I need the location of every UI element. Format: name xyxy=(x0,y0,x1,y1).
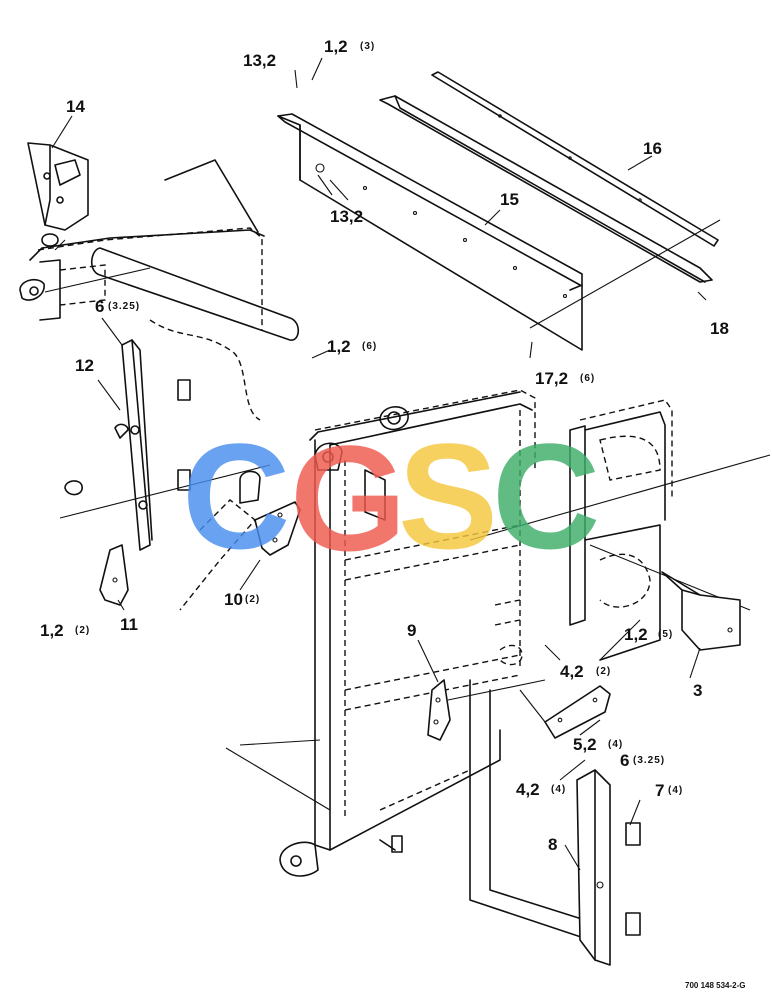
watermark-letter: G xyxy=(290,414,407,582)
callout-1-2-top-qty: (3) xyxy=(360,41,375,52)
callout-12: 12 xyxy=(75,356,94,375)
callout-1-2-mid-qty: (6) xyxy=(362,341,377,352)
callout-1-2-top: 1,2 xyxy=(324,37,348,56)
callout-4-2-upper-qty: (2) xyxy=(596,666,611,677)
callout-3: 3 xyxy=(693,681,702,700)
callout-4-2-lower: 4,2 xyxy=(516,780,540,799)
center-frame xyxy=(279,389,536,877)
watermark-letter: S xyxy=(398,412,498,580)
part-11-bracket xyxy=(99,544,129,606)
callout-7: 7 xyxy=(655,781,664,800)
callout-8: 8 xyxy=(548,835,557,854)
watermark: C G S C xyxy=(182,412,600,582)
watermark-letter: C xyxy=(492,412,600,580)
callout-6-upper-qty: (3.25) xyxy=(108,301,140,312)
callout-5-2-qty: (4) xyxy=(608,739,623,750)
callout-labels: 14 13,2 1,2 (3) 16 15 13,2 18 6 (3.25) 1… xyxy=(40,37,746,990)
watermark-letter: C xyxy=(182,412,290,580)
callout-10: 10 xyxy=(224,590,243,609)
part-8-plate xyxy=(469,679,641,966)
leader-lines xyxy=(51,57,707,871)
part-9-bracket xyxy=(427,679,451,741)
part-4-plate xyxy=(447,679,611,739)
callout-18: 18 xyxy=(710,319,729,338)
part-12-plate xyxy=(59,339,271,551)
callout-1-2-mid: 1,2 xyxy=(327,337,351,356)
callout-14: 14 xyxy=(66,97,85,116)
strip-16 xyxy=(431,71,719,247)
callout-5-2: 5,2 xyxy=(573,735,597,754)
callout-13-2-top: 13,2 xyxy=(243,51,276,70)
callout-10-qty: (2) xyxy=(245,594,260,605)
callout-4-2-upper: 4,2 xyxy=(560,662,584,681)
callout-15: 15 xyxy=(500,190,519,209)
callout-17-2-qty: (6) xyxy=(580,373,595,384)
angle-18 xyxy=(379,95,713,283)
callout-4-2-lower-qty: (4) xyxy=(551,784,566,795)
callout-11: 11 xyxy=(120,615,138,634)
top-rail-15 xyxy=(277,113,583,351)
guide-lines xyxy=(225,219,771,811)
callout-6-upper: 6 xyxy=(95,297,104,316)
callout-13-2-mid: 13,2 xyxy=(330,207,363,226)
part-14-bracket xyxy=(27,142,89,251)
callout-1-2-right-qty: (5) xyxy=(658,629,673,640)
part-3-bracket xyxy=(661,571,741,651)
callout-1-2-left-qty: (2) xyxy=(75,625,90,636)
callout-7-qty: (4) xyxy=(668,785,683,796)
part-10-bracket xyxy=(179,470,301,611)
figure-number: 700 148 534-2-G xyxy=(685,981,746,990)
callout-6-lower-qty: (3.25) xyxy=(633,755,665,766)
upper-roller-assembly xyxy=(19,159,300,421)
callout-1-2-right: 1,2 xyxy=(624,625,648,644)
callout-1-2-left: 1,2 xyxy=(40,621,64,640)
callout-9: 9 xyxy=(407,621,416,640)
callout-16: 16 xyxy=(643,139,662,158)
callout-6-lower: 6 xyxy=(620,751,629,770)
callout-17-2: 17,2 xyxy=(535,369,568,388)
